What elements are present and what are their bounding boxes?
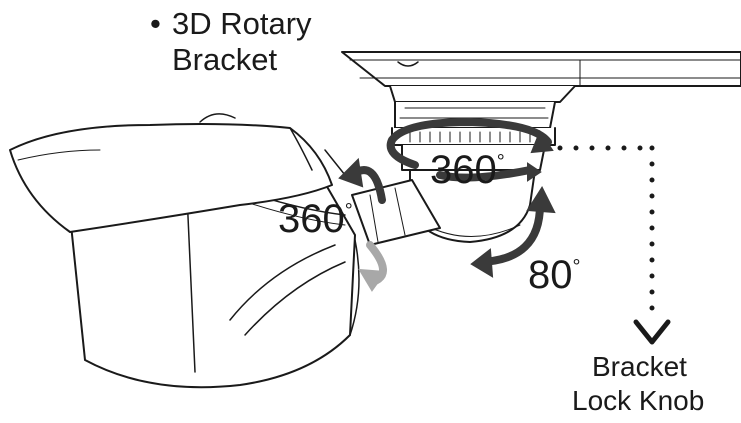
feature-title-line2: Bracket	[172, 42, 278, 77]
rotation-value: 360	[278, 197, 345, 241]
degree-symbol: °	[344, 200, 353, 222]
rotation-label-tilt: 80°	[528, 253, 581, 297]
sun-shield	[9, 113, 346, 233]
rotation-value: 80	[528, 253, 573, 297]
callout-leader	[557, 145, 655, 321]
chevron-down-icon	[633, 319, 671, 345]
rotation-label-vertical: 360°	[278, 197, 353, 241]
rotation-value: 360	[430, 148, 497, 192]
lock-knob-line2: Lock Knob	[572, 385, 705, 416]
bullet-icon: •	[150, 6, 161, 41]
rotation-label-horizontal: 360°	[430, 148, 505, 192]
mount-base	[341, 51, 741, 103]
degree-symbol: °	[572, 256, 581, 278]
degree-symbol: °	[496, 151, 505, 173]
rotation-arrow-horizontal	[386, 117, 554, 182]
lock-knob-line1: Bracket	[592, 351, 687, 382]
feature-title-line1: 3D Rotary	[172, 6, 312, 41]
rotation-arrow-vertical	[338, 157, 387, 292]
rotation-arrow-tilt	[470, 185, 556, 278]
bracket-arm	[351, 179, 441, 246]
